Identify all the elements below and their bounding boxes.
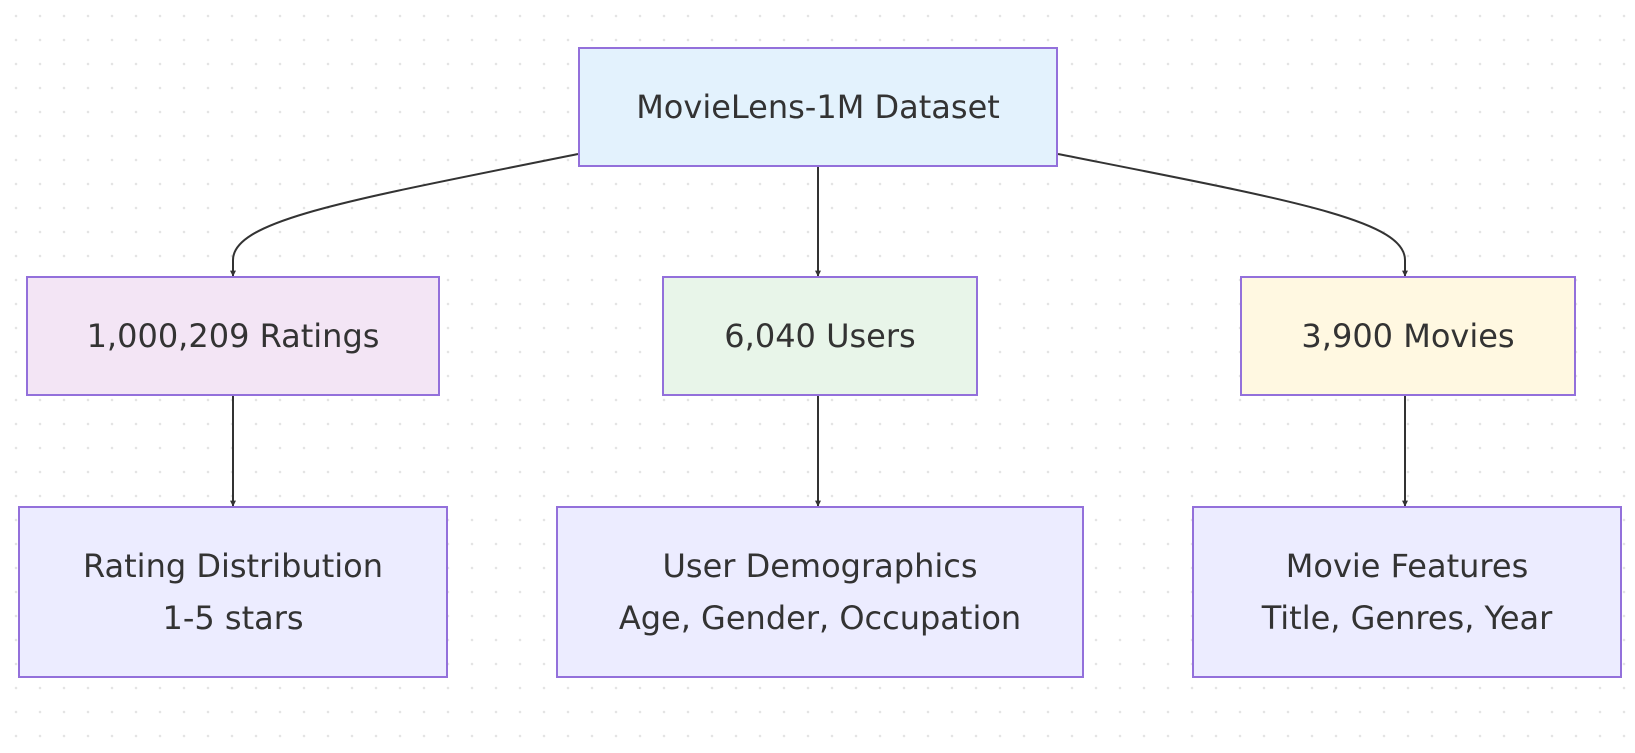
node-movie-features: Movie Features Title, Genres, Year	[1192, 506, 1622, 678]
node-user-demographics: User Demographics Age, Gender, Occupatio…	[556, 506, 1084, 678]
node-ratings: 1,000,209 Ratings	[26, 276, 440, 396]
node-movies: 3,900 Movies	[1240, 276, 1576, 396]
node-label: 3,900 Movies	[1301, 317, 1515, 355]
node-title: Rating Distribution	[82, 547, 384, 585]
edge-dataset-to-movies	[1057, 153, 1408, 277]
node-users: 6,040 Users	[662, 276, 978, 396]
node-title: User Demographics	[662, 547, 978, 585]
node-detail: Age, Gender, Occupation	[618, 599, 1022, 637]
node-label: 6,040 Users	[724, 317, 916, 355]
node-label: 1,000,209 Ratings	[86, 317, 380, 355]
edge-dataset-to-ratings	[230, 153, 579, 277]
node-title: Movie Features	[1285, 547, 1529, 585]
node-movielens-dataset: MovieLens-1M Dataset	[578, 47, 1058, 167]
node-detail: Title, Genres, Year	[1261, 599, 1553, 637]
node-detail: 1-5 stars	[162, 599, 304, 637]
node-rating-distribution: Rating Distribution 1-5 stars	[18, 506, 448, 678]
node-label: MovieLens-1M Dataset	[636, 88, 1000, 126]
